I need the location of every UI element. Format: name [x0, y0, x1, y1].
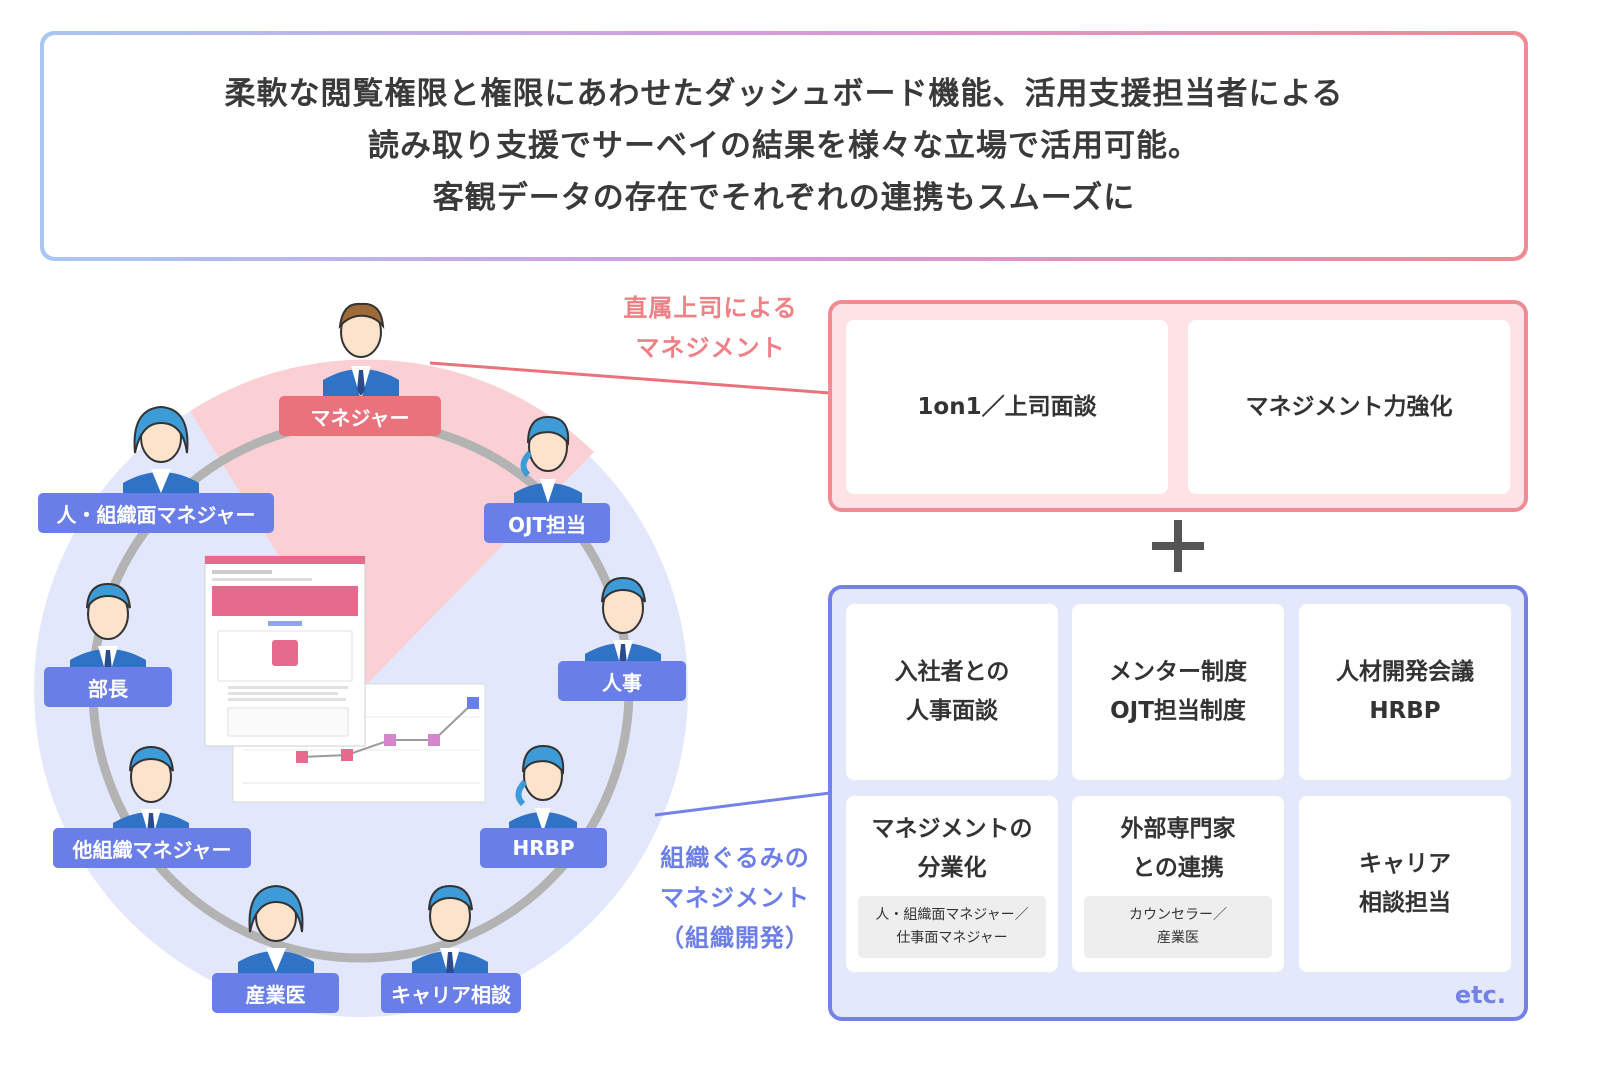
plus-icon — [1152, 520, 1204, 572]
card-talent-line-2: HRBP — [1369, 698, 1441, 724]
card-division-sub-line-2: 仕事面マネジャー — [896, 930, 1008, 946]
card-external-experts: 外部専門家 との連携 カウンセラー／ 産業医 — [1072, 796, 1284, 972]
card-external-sub: カウンセラー／ 産業医 — [1084, 896, 1272, 958]
header-line-3: 客観データの存在でそれぞれの連携もスムーズに — [432, 180, 1136, 216]
card-talent-meeting: 人材開発会議 HRBP — [1299, 604, 1511, 780]
card-1on1-label: 1on1／上司面談 — [917, 393, 1097, 420]
org-label-line-2: マネジメント — [660, 884, 810, 912]
org-management-label: 組織ぐるみの マネジメント （組織開発） — [640, 838, 830, 958]
org-label-line-1: 組織ぐるみの — [660, 844, 810, 872]
card-mentor-line-1: メンター制度 — [1109, 659, 1247, 685]
card-new-hire-line-2: 人事面談 — [906, 698, 998, 724]
card-external-line-2: との連携 — [1132, 855, 1224, 881]
role-jinji: 人事 — [558, 661, 686, 701]
etc-label: etc. — [1454, 981, 1506, 1009]
role-manager: マネジャー — [279, 396, 441, 436]
card-external-sub-line-1: カウンセラー／ — [1129, 907, 1227, 923]
connector-org — [654, 791, 831, 817]
card-division-sub-line-1: 人・組織面マネジャー／ — [875, 907, 1029, 923]
direct-management-label: 直属上司による マネジメント — [598, 288, 823, 368]
card-division-sub: 人・組織面マネジャー／ 仕事面マネジャー — [858, 896, 1046, 958]
card-talent-line-1: 人材開発会議 — [1336, 659, 1474, 685]
header-inner: 柔軟な閲覧権限と権限にあわせたダッシュボード機能、活用支援担当者による 読み取り… — [44, 35, 1524, 257]
role-hr-org-manager: 人・組織面マネジャー — [38, 493, 274, 533]
header-banner: 柔軟な閲覧権限と権限にあわせたダッシュボード機能、活用支援担当者による 読み取り… — [40, 31, 1528, 261]
bucho-person-icon — [70, 582, 146, 680]
connector-direct — [429, 361, 831, 395]
org-label-line-3: （組織開発） — [660, 924, 810, 952]
card-external-sub-line-2: 産業医 — [1157, 930, 1199, 946]
card-external-line-1: 外部専門家 — [1120, 816, 1236, 842]
card-division-line-2: 分業化 — [917, 855, 987, 881]
dashboard-report-mock — [204, 555, 366, 747]
card-mentor-ojt: メンター制度 OJT担当制度 — [1072, 604, 1284, 780]
other-manager-person-icon — [113, 745, 189, 843]
manager-wedge — [190, 359, 594, 690]
career-person-icon — [412, 884, 488, 982]
role-ojt: OJT担当 — [484, 503, 610, 543]
card-career-line-1: キャリア — [1359, 851, 1451, 877]
card-management-division: マネジメントの 分業化 人・組織面マネジャー／ 仕事面マネジャー — [846, 796, 1058, 972]
direct-label-line-2: マネジメント — [635, 334, 786, 362]
header-line-1: 柔軟な閲覧権限と権限にあわせたダッシュボード機能、活用支援担当者による — [224, 76, 1344, 112]
card-new-hire-interview: 入社者との 人事面談 — [846, 604, 1058, 780]
card-management-strength-label: マネジメント力強化 — [1245, 393, 1453, 420]
card-career-line-2: 相談担当 — [1359, 890, 1451, 916]
hrbp-person-icon — [509, 744, 577, 842]
role-career: キャリア相談 — [381, 973, 521, 1013]
jinji-person-icon — [585, 576, 661, 674]
hr-org-manager-person-icon — [123, 405, 199, 503]
card-new-hire-line-1: 入社者との — [894, 659, 1010, 685]
direct-management-box: 1on1／上司面談 マネジメント力強化 — [828, 300, 1528, 512]
card-mentor-line-2: OJT担当制度 — [1110, 698, 1246, 724]
card-1on1: 1on1／上司面談 — [846, 320, 1168, 494]
header-line-2: 読み取り支援でサーベイの結果を様々な立場で活用可能。 — [368, 128, 1200, 164]
role-other-manager: 他組織マネジャー — [53, 828, 251, 868]
card-division-line-1: マネジメントの — [871, 816, 1033, 842]
direct-label-line-1: 直属上司による — [623, 294, 798, 322]
manager-person-icon — [323, 302, 399, 400]
org-management-box: 入社者との 人事面談 メンター制度 OJT担当制度 人材開発会議 HRBP マネ… — [828, 585, 1528, 1021]
role-hrbp: HRBP — [480, 828, 607, 868]
role-sangyoi: 産業医 — [212, 973, 339, 1013]
role-bucho: 部長 — [44, 667, 172, 707]
card-career-consult: キャリア 相談担当 — [1299, 796, 1511, 972]
sangyoi-person-icon — [238, 884, 314, 982]
card-management-strength: マネジメント力強化 — [1188, 320, 1510, 494]
ojt-person-icon — [514, 415, 582, 513]
